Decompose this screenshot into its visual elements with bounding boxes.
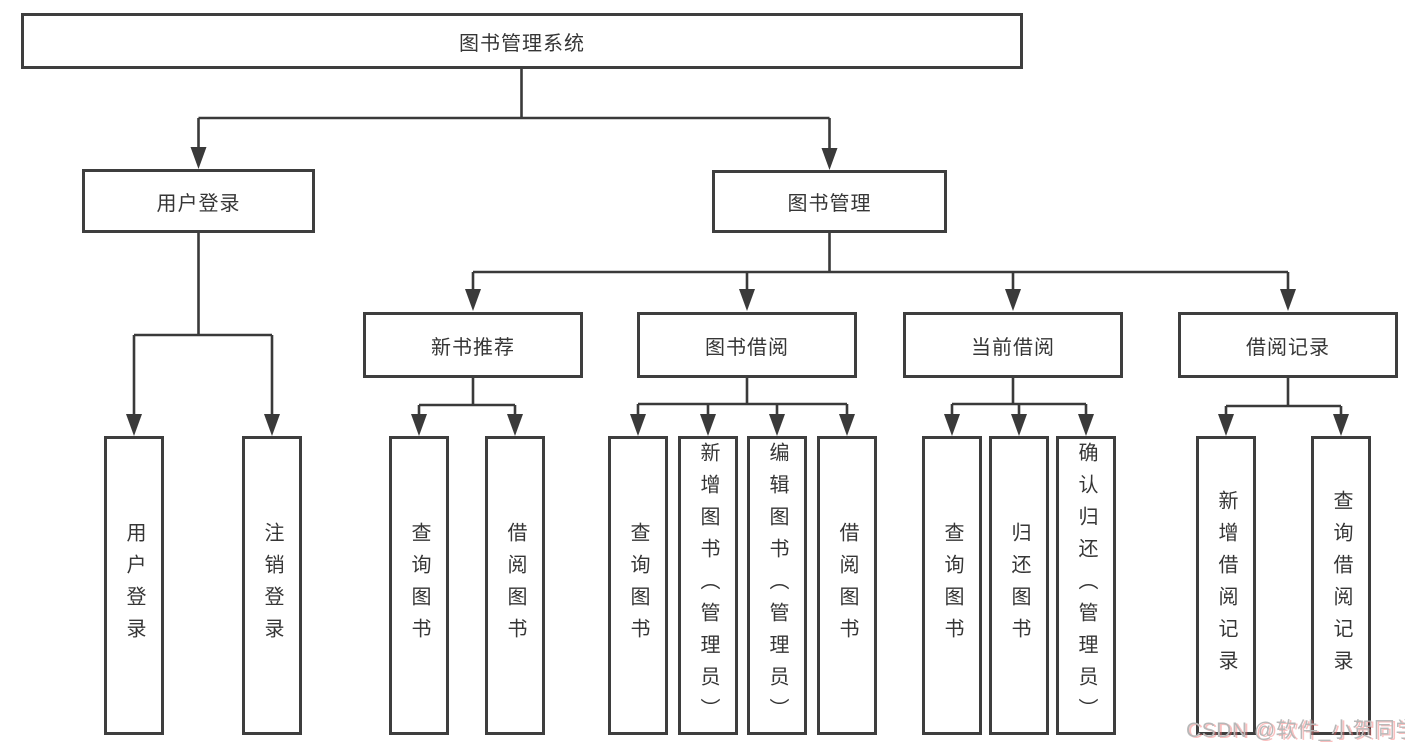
node-current-borrowing: 当前借阅 — [903, 312, 1123, 378]
leaf-user-login-label: 用户登录 — [123, 521, 145, 650]
node-library-management-system: 图书管理系统 — [21, 13, 1023, 69]
leaf-add-books-admin-label: 新增图书（管理员） — [697, 441, 719, 730]
node-book-borrowing: 图书借阅 — [637, 312, 857, 378]
node-borrowing-records: 借阅记录 — [1178, 312, 1398, 378]
leaf-return-books: 归还图书 — [989, 436, 1049, 735]
leaf-query-borrow-record-label: 查询借阅记录 — [1330, 489, 1352, 682]
leaf-recommend-borrow-books-label: 借阅图书 — [504, 521, 526, 650]
leaf-confirm-return-admin: 确认归还（管理员） — [1056, 436, 1116, 735]
leaf-current-query-books-label: 查询图书 — [941, 521, 963, 650]
csdn-watermark: CSDN @软件_小贺同学 — [1186, 719, 1405, 742]
leaf-query-borrow-record: 查询借阅记录 — [1311, 436, 1371, 735]
leaf-recommend-query-books-label: 查询图书 — [408, 521, 430, 650]
leaf-add-borrow-record: 新增借阅记录 — [1196, 436, 1256, 735]
leaf-confirm-return-admin-label: 确认归还（管理员） — [1075, 441, 1097, 730]
leaf-borrow-books: 借阅图书 — [817, 436, 877, 735]
leaf-edit-books-admin-label: 编辑图书（管理员） — [766, 441, 788, 730]
leaf-borrowing-query-books: 查询图书 — [608, 436, 668, 735]
node-new-book-recommend: 新书推荐 — [363, 312, 583, 378]
leaf-recommend-borrow-books: 借阅图书 — [485, 436, 545, 735]
leaf-borrowing-query-books-label: 查询图书 — [627, 521, 649, 650]
leaf-current-query-books: 查询图书 — [922, 436, 982, 735]
leaf-recommend-query-books: 查询图书 — [389, 436, 449, 735]
node-book-management: 图书管理 — [712, 170, 947, 233]
leaf-user-login: 用户登录 — [104, 436, 164, 735]
leaf-borrow-books-label: 借阅图书 — [836, 521, 858, 650]
leaf-return-books-label: 归还图书 — [1008, 521, 1030, 650]
leaf-add-books-admin: 新增图书（管理员） — [678, 436, 738, 735]
leaf-add-borrow-record-label: 新增借阅记录 — [1215, 489, 1237, 682]
node-user-login: 用户登录 — [82, 169, 315, 233]
leaf-edit-books-admin: 编辑图书（管理员） — [747, 436, 807, 735]
leaf-logout-login: 注销登录 — [242, 436, 302, 735]
leaf-logout-login-label: 注销登录 — [261, 521, 283, 650]
